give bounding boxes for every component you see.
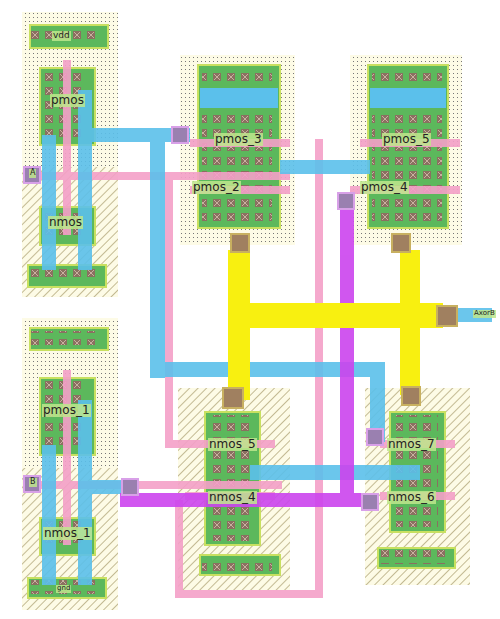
- layout-label: nmos: [48, 216, 83, 229]
- layout-label: A: [29, 169, 36, 178]
- layout-label: pmos_2: [192, 181, 241, 194]
- layout-label: nmos_7: [387, 438, 436, 451]
- layout-label: B: [29, 478, 37, 487]
- layout-label: gnd: [56, 585, 71, 593]
- layout-label: vdd: [52, 31, 71, 41]
- layout-label: nmos_6: [387, 491, 436, 504]
- layout-label: pmos: [50, 94, 85, 107]
- layout-label: AxorB: [473, 310, 496, 318]
- layout-label: pmos_4: [360, 181, 409, 194]
- layout-label: nmos_1: [43, 527, 92, 540]
- layout-label: nmos_5: [208, 438, 257, 451]
- layout-label: nmos_4: [208, 491, 257, 504]
- layout-label: pmos_5: [382, 133, 431, 146]
- layout-label: pmos_1: [42, 404, 91, 417]
- layout-label: pmos_3: [214, 133, 263, 146]
